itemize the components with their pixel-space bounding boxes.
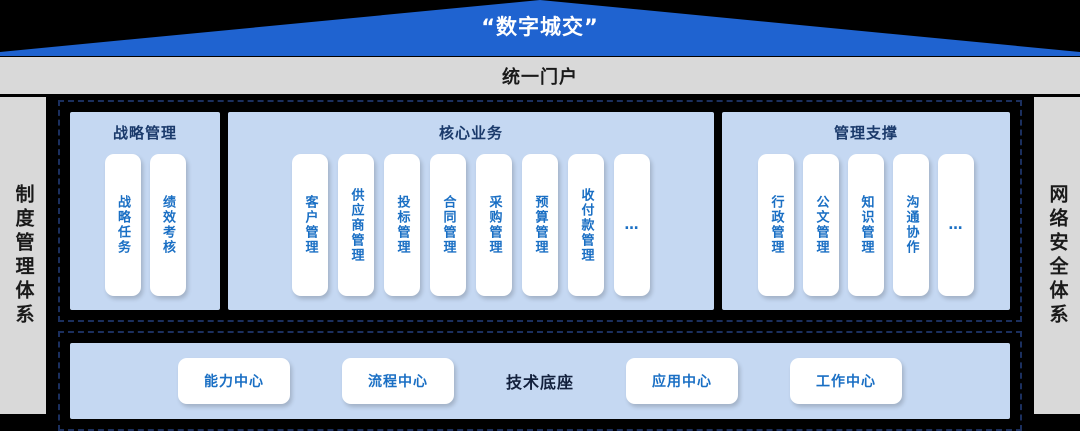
technology-foundation-panel: 能力中心 流程中心 技术底座 应用中心 工作中心 [70,343,1010,419]
card-more-management-support[interactable]: … [938,154,974,296]
card-label: 公文管理 [813,195,829,255]
right-pillar-network-security-system: 网络安全体系 [1034,97,1080,414]
card-label: 行政管理 [768,195,784,255]
card-label: 绩效考核 [160,195,175,255]
roof-banner: “数字城交” [0,0,1080,56]
card-label: … [624,217,640,233]
card-application-center[interactable]: 应用中心 [626,358,738,404]
card-bidding-management[interactable]: 投标管理 [384,154,420,296]
roof-title: “数字城交” [481,15,599,39]
card-process-center[interactable]: 流程中心 [341,358,454,404]
card-communication-collaboration[interactable]: 沟通协作 [893,154,929,296]
application-panels-row: 战略管理 战略任务 绩效考核 核心业务 客户 [70,112,1010,310]
unified-portal-label: 统一门户 [502,66,578,88]
card-label: 预算管理 [532,195,548,255]
card-document-management[interactable]: 公文管理 [803,154,839,296]
card-label: 合同管理 [440,195,456,255]
card-payment-management[interactable]: 收付款管理 [568,154,604,296]
card-work-center[interactable]: 工作中心 [790,358,902,404]
panel-title-management-support: 管理支撑 [833,124,898,142]
card-label: 知识管理 [858,195,874,255]
card-label: 收付款管理 [578,187,594,263]
center-stack: 战略管理 战略任务 绩效考核 核心业务 客户 [58,100,1022,431]
left-pillar-institution-system: 制度管理体系 [0,97,46,414]
card-administration-management[interactable]: 行政管理 [758,154,794,296]
card-supplier-management[interactable]: 供应商管理 [338,154,374,296]
card-knowledge-management[interactable]: 知识管理 [848,154,884,296]
card-budget-management[interactable]: 预算管理 [522,154,558,296]
card-label: … [948,217,964,233]
right-pillar-label: 网络安全体系 [1046,183,1069,328]
left-pillar-label: 制度管理体系 [12,183,35,328]
card-label: 客户管理 [302,195,318,255]
panel-cards-strategy: 战略任务 绩效考核 [80,154,210,296]
panel-cards-core-business: 客户管理 供应商管理 投标管理 合同管理 采购管理 [238,154,704,296]
panel-core-business: 核心业务 客户管理 供应商管理 投标管理 合同管理 [228,112,714,310]
card-label: 采购管理 [486,195,502,255]
panel-management-support: 管理支撑 行政管理 公文管理 知识管理 沟通协作 [722,112,1010,310]
card-contract-management[interactable]: 合同管理 [430,154,466,296]
roof-triangle-shape [0,0,1080,56]
card-label: 沟通协作 [903,195,919,255]
card-more-core-business[interactable]: … [614,154,650,296]
technology-foundation-section: 能力中心 流程中心 技术底座 应用中心 工作中心 [58,331,1022,431]
card-procurement-management[interactable]: 采购管理 [476,154,512,296]
panel-strategy-management: 战略管理 战略任务 绩效考核 [70,112,220,310]
application-section: 战略管理 战略任务 绩效考核 核心业务 客户 [58,100,1022,322]
panel-title-core-business: 核心业务 [438,124,503,142]
card-label: 投标管理 [394,195,410,255]
card-performance-assessment[interactable]: 绩效考核 [149,154,186,296]
card-strategy-task[interactable]: 战略任务 [104,154,141,296]
unified-portal-bar: 统一门户 [0,57,1080,94]
technology-foundation-label: 技术底座 [505,373,574,392]
panel-cards-management-support: 行政管理 公文管理 知识管理 沟通协作 … [732,154,1000,296]
card-label: 战略任务 [115,195,130,255]
card-capability-center[interactable]: 能力中心 [177,358,290,404]
panel-title-strategy: 战略管理 [112,124,177,142]
card-customer-management[interactable]: 客户管理 [292,154,328,296]
card-label: 供应商管理 [348,187,364,263]
